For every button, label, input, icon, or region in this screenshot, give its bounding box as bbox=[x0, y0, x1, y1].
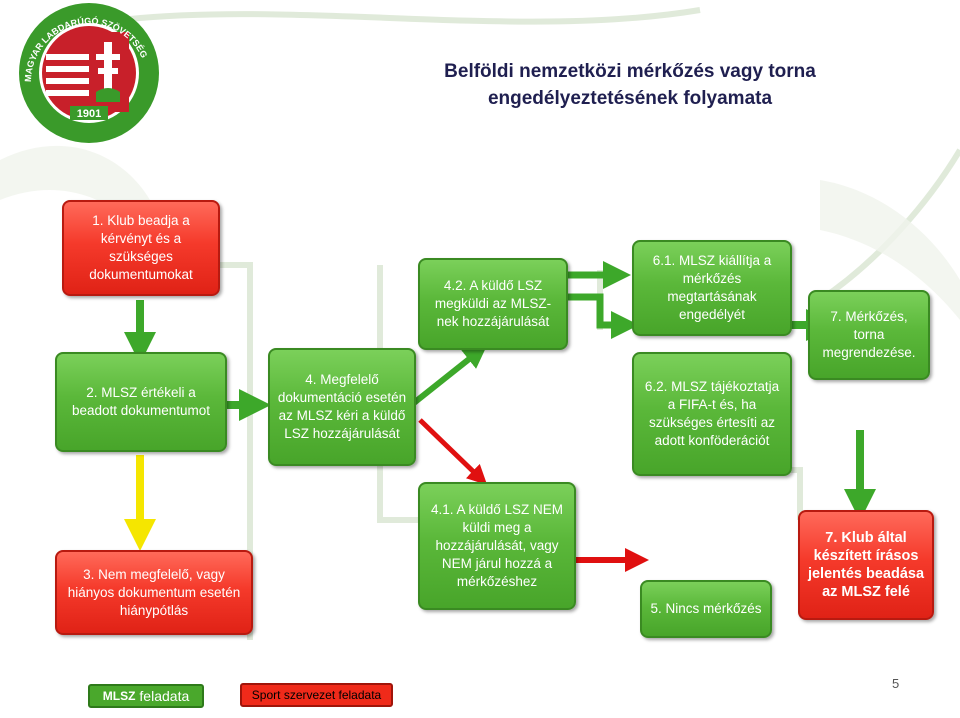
step-61-box: 6.1. MLSZ kiállítja a mérkőzés megtartás… bbox=[632, 240, 792, 336]
step-42-box: 4.2. A küldő LSZ megküldi az MLSZ-nek ho… bbox=[418, 258, 568, 350]
step-42-text: 4.2. A küldő LSZ megküldi az MLSZ-nek ho… bbox=[434, 278, 552, 329]
page-title: Belföldi nemzetközi mérkőzés vagy torna … bbox=[330, 58, 930, 112]
step-1-text: 1. Klub beadja a kérvényt és a szükséges… bbox=[89, 213, 193, 282]
legend-mlsz: MLSZ feladata bbox=[88, 684, 204, 708]
legend-sport: Sport szervezet feladata bbox=[240, 683, 393, 707]
step-4-box: 4. Megfelelő dokumentáció esetén az MLSZ… bbox=[268, 348, 416, 466]
title-line-2: engedélyeztetésének folyamata bbox=[487, 88, 773, 109]
step-7-text: 7. Mérkőzés, torna megrendezése. bbox=[822, 309, 916, 360]
arrow-4-to-42 bbox=[403, 344, 488, 413]
step-62-text: 6.2. MLSZ tájékoztatja a FIFA-t és, ha s… bbox=[644, 379, 780, 448]
svg-text:1901: 1901 bbox=[77, 108, 101, 120]
arrow-42-to-62 bbox=[568, 293, 639, 339]
step-4-text: 4. Megfelelő dokumentáció esetén az MLSZ… bbox=[277, 372, 407, 441]
step-7b-text: 7. Klub által készített írásos jelentés … bbox=[807, 530, 925, 600]
step-3-box: 3. Nem megfelelő, vagy hiányos dokumentu… bbox=[55, 550, 253, 635]
step-7b-box: 7. Klub által készített írásos jelentés … bbox=[798, 510, 934, 620]
step-7-box: 7. Mérkőzés, torna megrendezése. bbox=[808, 290, 930, 380]
step-41-text: 4.1. A küldő LSZ NEM küldi meg a hozzájá… bbox=[430, 502, 564, 589]
legend-mlsz-prefix: MLSZ bbox=[102, 689, 136, 703]
step-62-box: 6.2. MLSZ tájékoztatja a FIFA-t és, ha s… bbox=[632, 352, 792, 476]
step-3-text: 3. Nem megfelelő, vagy hiányos dokumentu… bbox=[67, 566, 241, 618]
step-2-box: 2. MLSZ értékeli a beadott dokumentumot bbox=[55, 352, 227, 452]
step-2-text: 2. MLSZ értékeli a beadott dokumentumot bbox=[71, 385, 211, 418]
page-number: 5 bbox=[892, 676, 900, 691]
step-1-box: 1. Klub beadja a kérvényt és a szükséges… bbox=[62, 200, 220, 296]
step-41-box: 4.1. A küldő LSZ NEM küldi meg a hozzájá… bbox=[418, 482, 576, 610]
title-line-1: Belföldi nemzetközi mérkőzés vagy torna bbox=[444, 61, 816, 82]
step-5-text: 5. Nincs mérkőzés bbox=[650, 601, 762, 616]
arrow-4-to-41 bbox=[418, 418, 488, 485]
step-61-text: 6.1. MLSZ kiállítja a mérkőzés megtartás… bbox=[652, 253, 772, 322]
step-5-box: 5. Nincs mérkőzés bbox=[640, 580, 772, 638]
legend-sport-label: Sport szervezet feladata bbox=[251, 688, 382, 702]
legend-mlsz-label: feladata bbox=[139, 688, 190, 704]
mlsz-logo: 1901 MAGYAR LABDARÚGÓ SZÖVETSÉG bbox=[19, 3, 159, 143]
